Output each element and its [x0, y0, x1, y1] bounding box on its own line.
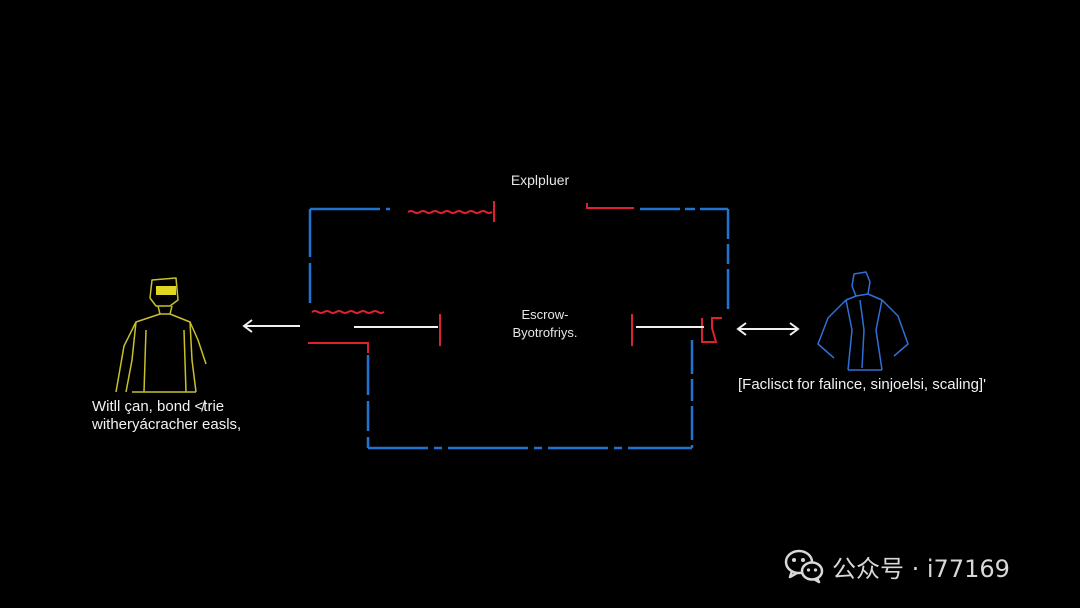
left-caption: Witll çan, bond ≮trie witherуácracher ea…: [92, 398, 241, 434]
diagram-title: Explpluer: [510, 172, 570, 188]
person-blue-icon: [817, 271, 909, 371]
red-squiggle-left: [311, 310, 385, 314]
red-bracket-right: [701, 317, 722, 343]
red-squiggle-top: [407, 210, 493, 214]
red-corner-left: [308, 342, 369, 353]
watermark: 公众号 · i77169: [784, 548, 1010, 584]
watermark-text: 公众号 · i77169: [832, 554, 1010, 583]
lower-box-outline: [366, 340, 694, 450]
left-caption-line-2: witherуácracher easls,: [92, 416, 242, 433]
center-label-line-2: Byotrofriys.: [512, 325, 578, 340]
center-label-line-1: Escrow-: [521, 307, 569, 322]
person-yellow-icon: [115, 277, 207, 393]
red-accents: [308, 201, 722, 353]
red-corner-top-right: [586, 203, 634, 209]
wechat-icon: [784, 549, 824, 584]
center-label: Escrow- Byotrofriys.: [470, 306, 620, 342]
arrow-left-icon: [242, 319, 300, 333]
right-caption: [Faclisct for falince, sinjoelsi, scalin…: [738, 376, 986, 393]
arrow-bidirectional-icon: [736, 322, 800, 336]
left-caption-line-1: Witll çan, bond ≮trie: [92, 398, 225, 415]
upper-box-outline: [308, 207, 730, 310]
